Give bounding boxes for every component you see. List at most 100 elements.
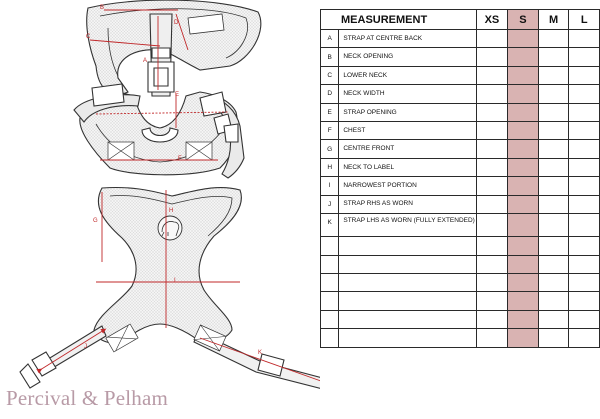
empty-cell bbox=[475, 291, 509, 311]
harness-top-view bbox=[73, 0, 262, 179]
empty-cell bbox=[507, 254, 539, 275]
table-row-empty bbox=[319, 328, 600, 348]
empty-cell bbox=[475, 236, 509, 256]
cell-s bbox=[507, 139, 539, 159]
table-header-row: MEASUREMENT XS S M L bbox=[320, 9, 600, 30]
bottom-measurement-lines bbox=[36, 190, 320, 382]
label-c: C bbox=[86, 34, 91, 40]
empty-cell bbox=[568, 273, 600, 293]
row-letter: A bbox=[319, 28, 340, 49]
harness-flat-view bbox=[19, 186, 320, 389]
cell-m bbox=[537, 65, 570, 86]
cell-m bbox=[537, 176, 570, 196]
empty-cell bbox=[338, 273, 477, 293]
empty-cell bbox=[319, 328, 340, 348]
label-a: A bbox=[143, 58, 147, 64]
cell-l bbox=[568, 65, 600, 86]
cell-m bbox=[537, 194, 570, 214]
label-f: F bbox=[178, 156, 182, 162]
empty-cell bbox=[537, 273, 570, 293]
empty-cell bbox=[319, 309, 340, 330]
empty-cell bbox=[537, 236, 570, 256]
row-letter: I bbox=[319, 176, 340, 196]
cell-xs bbox=[475, 176, 509, 196]
cell-l bbox=[568, 120, 600, 141]
row-measurement-label: STRAP RHS AS WORN bbox=[338, 194, 477, 214]
label-h: H bbox=[169, 208, 173, 214]
cell-m bbox=[537, 157, 570, 178]
cell-xs bbox=[475, 65, 509, 86]
table-row-empty bbox=[319, 254, 600, 275]
empty-cell bbox=[338, 328, 477, 348]
empty-cell bbox=[507, 309, 539, 330]
empty-cell bbox=[319, 254, 340, 275]
empty-cell bbox=[319, 291, 340, 311]
row-measurement-label: STRAP AT CENTRE BACK bbox=[338, 28, 477, 49]
cell-l bbox=[568, 47, 600, 67]
table-row-empty bbox=[319, 273, 600, 293]
table-row-empty bbox=[319, 309, 600, 330]
empty-cell bbox=[475, 254, 509, 275]
cell-s bbox=[507, 102, 539, 122]
header-measurement: MEASUREMENT bbox=[320, 9, 477, 30]
brand-logo-text: Percival & Pelham bbox=[6, 386, 169, 410]
row-letter: D bbox=[319, 84, 340, 104]
row-measurement-label: NECK OPENING bbox=[338, 47, 477, 67]
cell-s bbox=[507, 28, 539, 49]
cell-l bbox=[568, 102, 600, 122]
row-letter: B bbox=[319, 47, 340, 67]
cell-s bbox=[507, 47, 539, 67]
empty-cell bbox=[507, 236, 539, 256]
empty-cell bbox=[319, 273, 340, 293]
cell-l bbox=[568, 28, 600, 49]
row-letter: H bbox=[319, 157, 340, 178]
cell-xs bbox=[475, 102, 509, 122]
cell-l bbox=[568, 194, 600, 214]
cell-m bbox=[537, 212, 570, 238]
empty-cell bbox=[507, 328, 539, 348]
cell-xs bbox=[475, 212, 509, 238]
empty-cell bbox=[338, 309, 477, 330]
header-xs: XS bbox=[475, 9, 509, 30]
cell-xs bbox=[475, 28, 509, 49]
cell-m bbox=[537, 139, 570, 159]
empty-cell bbox=[507, 273, 539, 293]
header-s: S bbox=[507, 9, 539, 30]
empty-cell bbox=[338, 236, 477, 256]
empty-cell bbox=[475, 273, 509, 293]
label-b: B bbox=[100, 5, 104, 11]
row-measurement-label: CHEST bbox=[338, 120, 477, 141]
empty-cell bbox=[568, 291, 600, 311]
empty-cell bbox=[338, 254, 477, 275]
cell-l bbox=[568, 157, 600, 178]
cell-s bbox=[507, 176, 539, 196]
cell-s bbox=[507, 120, 539, 141]
top-measurement-lines bbox=[89, 9, 229, 161]
empty-cell bbox=[568, 328, 600, 348]
label-k: K bbox=[258, 350, 262, 356]
row-measurement-label: NECK TO LABEL bbox=[338, 157, 477, 178]
cell-s bbox=[507, 84, 539, 104]
cell-xs bbox=[475, 194, 509, 214]
table-row-empty bbox=[319, 236, 600, 256]
harness-diagrams: C B D A E F bbox=[19, 0, 320, 389]
cell-l bbox=[568, 84, 600, 104]
empty-cell bbox=[537, 328, 570, 348]
cell-xs bbox=[475, 47, 509, 67]
label-i: I bbox=[174, 278, 176, 284]
header-m: M bbox=[537, 9, 570, 30]
cell-l bbox=[568, 176, 600, 196]
empty-cell bbox=[319, 236, 340, 256]
